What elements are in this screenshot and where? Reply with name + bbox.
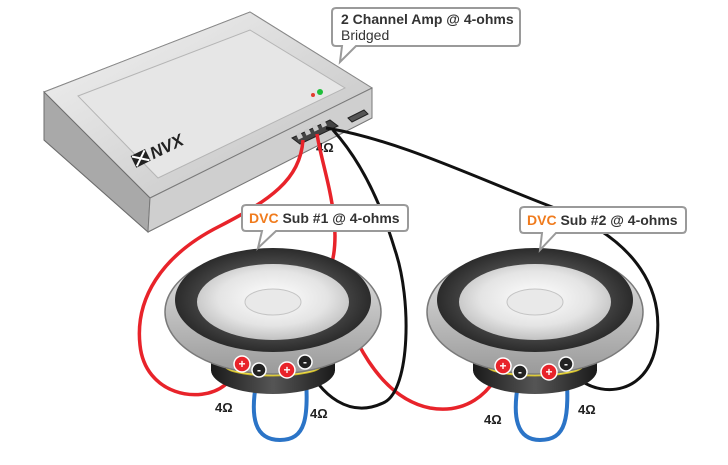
sub1-negative-wire	[303, 128, 408, 410]
sub1-callout-text: DVC Sub #1 @ 4-ohms	[249, 210, 400, 226]
amp-terminal	[295, 131, 304, 140]
positive-sign-icon: +	[238, 357, 245, 371]
positive-sign-icon: +	[545, 365, 552, 379]
sub1-coil-right-impedance: 4Ω	[310, 406, 328, 421]
sub2-dust-cap	[506, 288, 564, 316]
amp-callout: 2 Channel Amp @ 4-ohms Bridged	[331, 7, 521, 65]
subwoofer-2: + - + - 4Ω 4Ω	[426, 248, 644, 427]
negative-sign-icon: -	[518, 365, 522, 379]
negative-sign-icon: -	[303, 355, 307, 369]
subwoofer-1: + - + - 4Ω 4Ω	[164, 248, 382, 421]
sub1-dust-cap	[244, 288, 302, 316]
amp-terminal	[311, 123, 320, 132]
sub2-coil-left-impedance: 4Ω	[484, 412, 502, 427]
negative-sign-icon: -	[257, 363, 261, 377]
sub1-terminal-positive-right: +	[278, 361, 296, 379]
amp-callout-subtitle: Bridged	[341, 27, 389, 43]
power-led-icon	[317, 89, 323, 95]
sub1-terminal-negative-right: -	[297, 354, 313, 370]
sub2-terminal-negative-left: -	[512, 364, 528, 380]
sub2-callout-text: DVC Sub #2 @ 4-ohms	[527, 212, 678, 228]
sub1-callout-rest: Sub #1 @ 4-ohms	[279, 210, 400, 226]
amp-side-face	[147, 87, 373, 233]
sub2-callout: DVC Sub #2 @ 4-ohms	[519, 206, 687, 253]
sub2-terminal-positive-left: +	[494, 357, 512, 375]
sub1-coil-jumper-wire	[251, 365, 309, 443]
sub2-coil-right-impedance: 4Ω	[578, 402, 596, 417]
negative-sign-icon: -	[564, 357, 568, 371]
amp-callout-title: 2 Channel Amp @ 4-ohms	[341, 11, 514, 27]
status-led-icon	[311, 93, 315, 97]
sub2-dvc-label: DVC	[527, 212, 557, 228]
sub1-terminal-negative-left: -	[251, 362, 267, 378]
sub2-terminal-negative-right: -	[558, 356, 574, 372]
amp-terminal	[319, 119, 328, 128]
sub1-callout: DVC Sub #1 @ 4-ohms	[241, 204, 409, 252]
amp-terminal	[303, 127, 312, 136]
amp-top-panel	[77, 29, 347, 179]
sub2-coil-jumper-wire	[513, 365, 570, 443]
amp-power-block	[347, 109, 369, 123]
sub1-terminal-positive-left: +	[233, 355, 251, 373]
sub2-terminal-positive-right: +	[540, 363, 558, 381]
sub2-callout-rest: Sub #2 @ 4-ohms	[557, 212, 678, 228]
positive-sign-icon: +	[499, 359, 506, 373]
sub1-dvc-label: DVC	[249, 210, 279, 226]
sub1-coil-left-impedance: 4Ω	[215, 400, 233, 415]
positive-sign-icon: +	[283, 363, 290, 377]
amplifier: NVX	[43, 11, 374, 234]
